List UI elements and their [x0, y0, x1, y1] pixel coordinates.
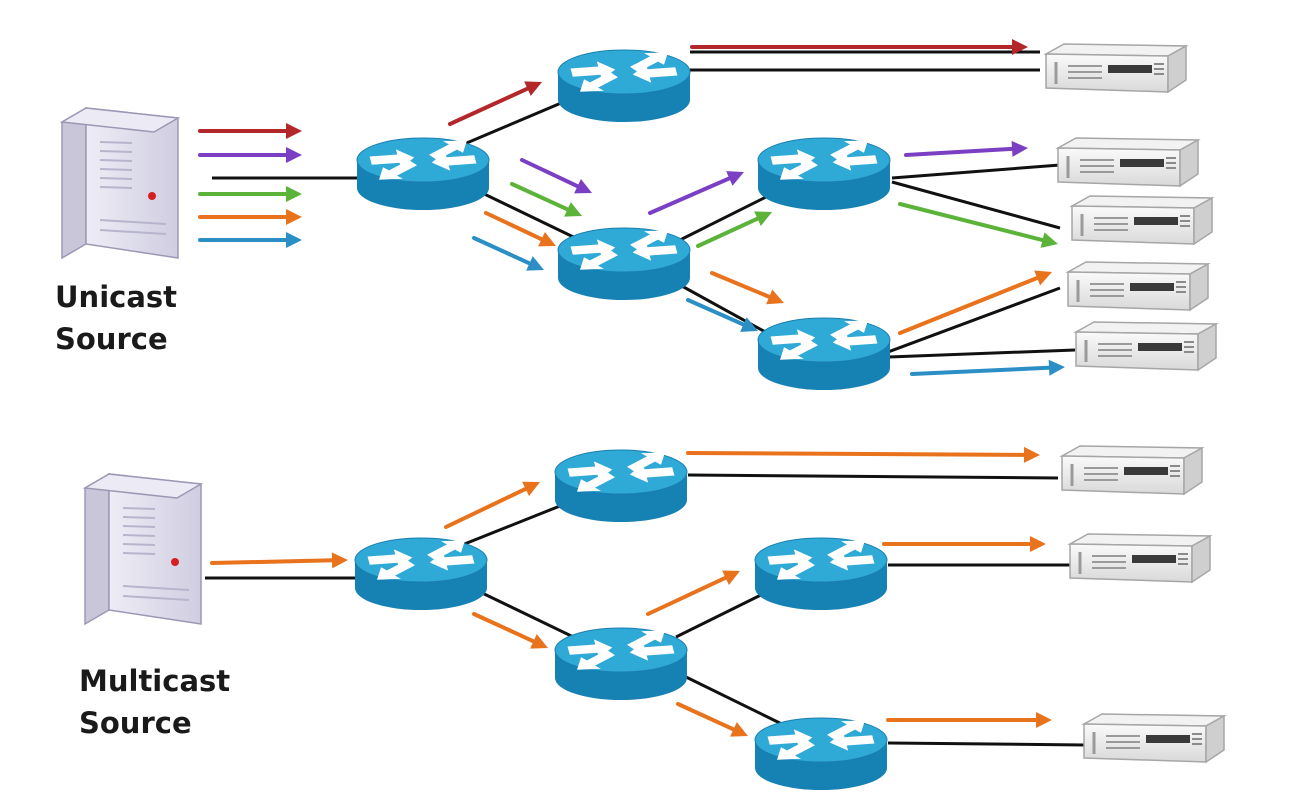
stream-arrow-orange — [444, 481, 540, 529]
receiver-u5 — [1073, 321, 1219, 372]
link-m-r2-d1 — [687, 473, 1059, 480]
link-m-r1-r2 — [461, 498, 576, 547]
stream-arrow-green — [510, 182, 582, 217]
unicast-label-line1: Unicast — [55, 280, 178, 314]
link-u-r5-d5 — [887, 348, 1076, 359]
router-m1 — [354, 537, 488, 610]
unicast-label-line2: Source — [55, 322, 168, 356]
unicast-source-label: Unicast Source — [55, 276, 177, 360]
drive-slot-icon — [1134, 217, 1178, 225]
receiver-u2 — [1055, 137, 1201, 188]
stream-arrow-orange — [198, 209, 302, 225]
stream-arrow-orange — [646, 570, 740, 616]
power-led-icon — [148, 192, 156, 200]
router-u3 — [557, 227, 691, 300]
router-m3 — [554, 627, 688, 700]
link-m-r3-r4 — [675, 586, 776, 639]
stream-arrow-blue — [686, 298, 758, 332]
receiver-m3 — [1081, 713, 1227, 764]
stream-arrow-blue — [472, 236, 544, 271]
link-u-r1-r3 — [475, 188, 591, 247]
unicast-source-server — [59, 106, 181, 260]
stream-arrow-orange — [484, 211, 556, 247]
power-led-icon — [171, 558, 179, 566]
stream-arrow-orange — [898, 270, 1052, 335]
drive-slot-icon — [1138, 343, 1182, 351]
stream-arrow-purple — [648, 171, 744, 215]
stream-arrow-blue — [198, 232, 302, 248]
drive-slot-icon — [1108, 65, 1152, 73]
router-m2 — [554, 449, 688, 522]
stream-arrow-purple — [198, 147, 302, 163]
router-u4 — [757, 137, 891, 210]
stream-arrow-purple — [520, 158, 592, 194]
router-arrows-icon — [570, 52, 678, 92]
multicast-source-server — [82, 472, 204, 626]
stream-arrow-red — [448, 81, 542, 126]
receiver-u4 — [1065, 261, 1211, 312]
stream-arrow-orange — [710, 271, 784, 305]
router-arrows-icon — [567, 630, 675, 670]
stream-arrow-green — [198, 186, 302, 202]
drive-slot-icon — [1120, 159, 1164, 167]
node-layer — [59, 43, 1227, 790]
stream-arrow-purple — [904, 140, 1028, 157]
receiver-m1 — [1059, 445, 1205, 496]
stream-arrow-red — [690, 39, 1028, 55]
stream-arrow-blue — [910, 359, 1065, 376]
receiver-m2 — [1067, 533, 1213, 584]
drive-slot-icon — [1146, 735, 1190, 743]
link-u-r3-r4 — [679, 193, 771, 242]
router-arrows-icon — [767, 720, 875, 760]
link-u-r4-d2 — [891, 163, 1061, 180]
stream-arrow-orange — [210, 552, 348, 569]
stream-arrow-orange — [886, 712, 1052, 728]
stream-arrow-green — [898, 202, 1058, 248]
stream-arrow-layer — [198, 39, 1065, 737]
link-u-r4-d3 — [891, 180, 1061, 230]
router-arrows-icon — [767, 540, 875, 580]
router-arrows-icon — [770, 320, 878, 360]
router-arrows-icon — [367, 540, 475, 580]
router-arrows-icon — [567, 452, 675, 492]
router-u2 — [557, 49, 691, 122]
multicast-label-line2: Source — [79, 706, 192, 740]
link-m-r3-r5 — [685, 675, 791, 730]
stream-arrow-orange — [676, 702, 748, 737]
stream-arrow-green — [696, 211, 772, 248]
router-arrows-icon — [770, 140, 878, 180]
stream-arrow-orange — [472, 612, 548, 649]
router-m5 — [754, 717, 888, 790]
drive-slot-icon — [1124, 467, 1168, 475]
receiver-u3 — [1069, 195, 1215, 246]
stream-arrow-red — [198, 123, 302, 139]
multicast-label-line1: Multicast — [79, 664, 231, 698]
stream-arrow-orange — [882, 536, 1046, 552]
link-m-r5-d3 — [887, 741, 1086, 747]
drive-slot-icon — [1130, 283, 1174, 291]
link-u-r5-d4 — [887, 286, 1061, 354]
drive-slot-icon — [1132, 555, 1176, 563]
router-u5 — [757, 317, 891, 390]
receiver-u1 — [1043, 43, 1189, 94]
stream-arrow-orange — [686, 446, 1040, 463]
router-u1 — [356, 137, 490, 210]
router-arrows-icon — [570, 230, 678, 270]
router-arrows-icon — [369, 140, 477, 180]
router-m4 — [754, 537, 888, 610]
multicast-source-label: Multicast Source — [79, 660, 230, 744]
